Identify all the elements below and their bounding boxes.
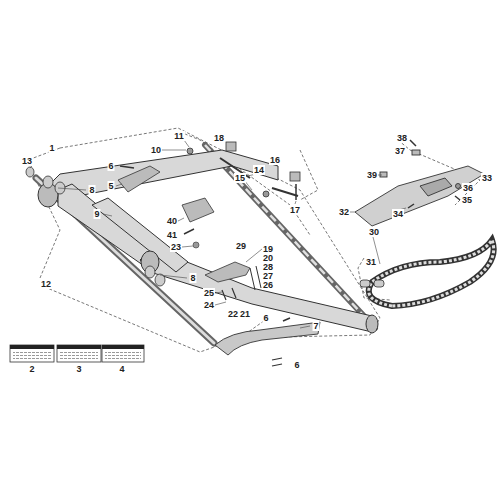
callout-number: 35 (461, 195, 473, 205)
callout-number: 40 (166, 216, 178, 226)
pivot-shaft (36, 178, 214, 343)
callout-number: 8 (189, 273, 196, 283)
callout-number: 41 (166, 230, 178, 240)
callout-number: 23 (170, 242, 182, 252)
callout-number: 2 (28, 364, 35, 374)
callout-number: 6 (107, 161, 114, 171)
callout-number: 38 (396, 133, 408, 143)
bearing (26, 167, 165, 286)
callout-number: 36 (462, 183, 474, 193)
callout-number: 29 (235, 241, 247, 251)
callout-number: 5 (107, 181, 114, 191)
callout-number: 6 (262, 313, 269, 323)
callout-number: 24 (203, 300, 215, 310)
chain-adjuster (187, 142, 300, 200)
callout-number: 32 (338, 207, 350, 217)
chain-guard (355, 140, 484, 226)
callout-number: 18 (213, 133, 225, 143)
callout-number: 12 (40, 279, 52, 289)
chain-slider (215, 322, 320, 355)
callout-number: 6 (293, 360, 300, 370)
callout-number: 17 (289, 205, 301, 215)
callout-number: 34 (392, 209, 404, 219)
callout-number: 16 (269, 155, 281, 165)
drive-chain (369, 240, 494, 306)
callout-number: 26 (262, 280, 274, 290)
callout-number: 15 (234, 173, 246, 183)
callout-number: 1 (48, 143, 55, 153)
callout-number: 22 (227, 309, 239, 319)
callout-number: 21 (239, 309, 251, 319)
callout-number: 30 (368, 227, 380, 237)
callout-number: 14 (253, 165, 265, 175)
callout-number: 8 (88, 185, 95, 195)
warning-sticker (10, 345, 144, 362)
callout-number: 3 (75, 364, 82, 374)
leader-line (30, 140, 406, 328)
callout-number: 39 (366, 170, 378, 180)
callout-number: 25 (203, 288, 215, 298)
swingarm-body (38, 150, 378, 333)
callout-number: 37 (394, 146, 406, 156)
bracket (182, 198, 214, 222)
callout-number: 13 (21, 156, 33, 166)
callout-number: 33 (481, 173, 493, 183)
callout-number: 4 (118, 364, 125, 374)
callout-number: 7 (312, 321, 319, 331)
chain-guard-upper (118, 166, 160, 192)
callout-number: 31 (365, 257, 377, 267)
callout-number: 11 (173, 131, 185, 141)
group-outline (28, 128, 480, 352)
master-link (360, 280, 384, 287)
callout-number: 9 (93, 209, 100, 219)
callout-number: 10 (150, 145, 162, 155)
